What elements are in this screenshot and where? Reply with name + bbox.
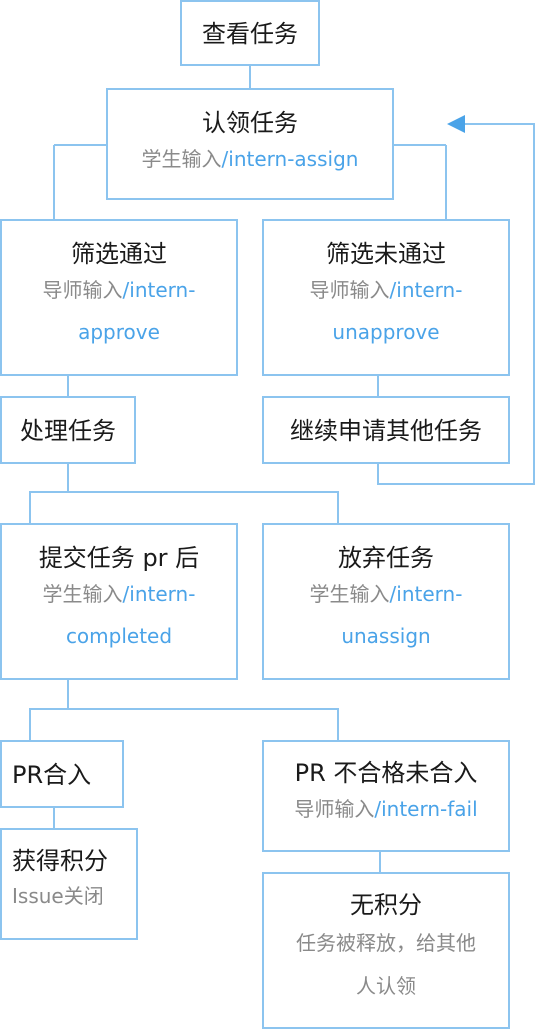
node-view-task: 查看任务 (180, 0, 320, 66)
node-command-cont: completed (65, 624, 173, 648)
node-give-up: 放弃任务 学生输入/intern- unassign (262, 523, 510, 680)
node-submit-pr: 提交任务 pr 后 学生输入/intern- completed (0, 523, 238, 680)
node-command: 学生输入/intern- (309, 582, 463, 606)
node-approved: 筛选通过 导师输入/intern- approve (0, 219, 238, 376)
node-title: PR 不合格未合入 (294, 759, 478, 787)
node-command-cont: unassign (341, 624, 431, 648)
node-get-points: 获得积分 Issue关闭 (0, 828, 138, 940)
node-pr-failed: PR 不合格未合入 导师输入/intern-fail (262, 740, 510, 852)
node-note: Issue关闭 (12, 884, 104, 908)
node-command: 学生输入/intern-assign (141, 147, 359, 171)
node-note: 任务被释放，给其他 (296, 931, 476, 955)
node-unapproved: 筛选未通过 导师输入/intern- unapprove (262, 219, 510, 376)
node-title: 继续申请其他任务 (290, 417, 482, 445)
node-no-points: 无积分 任务被释放，给其他 人认领 (262, 872, 510, 1029)
node-apply-other: 继续申请其他任务 (262, 396, 510, 464)
connector-handle-split (29, 462, 69, 524)
node-command-cont: unapprove (332, 320, 440, 344)
node-title: 处理任务 (20, 417, 116, 445)
node-title: 无积分 (350, 891, 422, 919)
node-title: 放弃任务 (338, 544, 434, 572)
node-note-cont: 人认领 (356, 974, 416, 998)
node-pr-merged: PR合入 (0, 740, 124, 808)
node-title: 认领任务 (202, 109, 298, 137)
node-title: 筛选通过 (71, 240, 167, 268)
node-title: PR合入 (12, 761, 92, 789)
node-title: 提交任务 pr 后 (38, 544, 200, 572)
node-claim-task: 认领任务 学生输入/intern-assign (106, 88, 394, 200)
node-command: 学生输入/intern- (42, 582, 196, 606)
node-title: 筛选未通过 (326, 240, 446, 268)
node-title: 获得积分 (12, 847, 108, 875)
node-command-cont: approve (78, 320, 160, 344)
node-command: 导师输入/intern-fail (294, 797, 478, 821)
connector-apply-back-to-claim (377, 123, 535, 485)
node-handle-task: 处理任务 (0, 396, 136, 464)
node-command: 导师输入/intern- (42, 278, 196, 302)
node-title: 查看任务 (202, 20, 298, 48)
arrow-head (447, 115, 465, 133)
node-command: 导师输入/intern- (309, 278, 463, 302)
